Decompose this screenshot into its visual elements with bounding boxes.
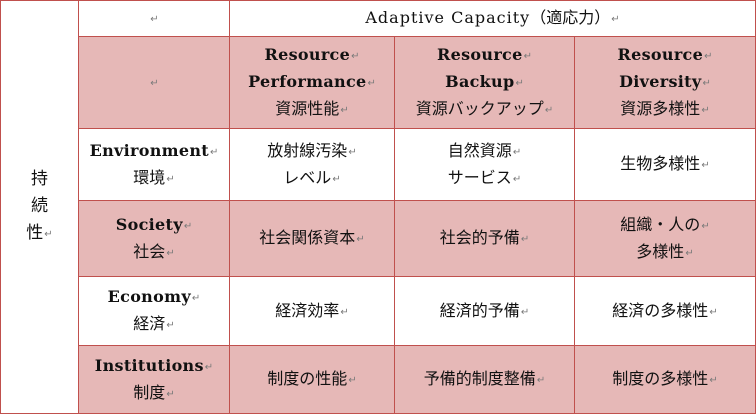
table-cell: 経済の多様性↵: [574, 276, 756, 346]
table-cell: 経済効率↵: [229, 276, 395, 346]
row-header: Institutions↵ 制度↵: [78, 345, 230, 414]
column-header: Resource↵ Backup↵ 資源バックアップ↵: [394, 36, 575, 129]
row-header: Economy↵ 経済↵: [78, 276, 230, 346]
column-header: Resource↵ Diversity↵ 資源多様性↵: [574, 36, 756, 129]
header-title: Adaptive Capacity（適応力）↵: [229, 0, 756, 37]
row-group-label: 持 続 性↵: [0, 0, 79, 414]
column-header: Resource↵ Performance↵ 資源性能↵: [229, 36, 395, 129]
table-cell: 社会関係資本↵: [229, 200, 395, 277]
table-cell: 社会的予備↵: [394, 200, 575, 277]
table-cell: 自然資源↵ サービス↵: [394, 128, 575, 201]
table-cell: 制度の多様性↵: [574, 345, 756, 414]
table-cell: 放射線汚染↵ レベル↵: [229, 128, 395, 201]
table-cell: 予備的制度整備↵: [394, 345, 575, 414]
header-title-ja: （適応力）: [530, 8, 611, 27]
header-title-en: Adaptive Capacity: [365, 8, 531, 27]
table-cell: 制度の性能↵: [229, 345, 395, 414]
row-group-char: 持: [31, 169, 48, 189]
row-header: Environment↵ 環境↵: [78, 128, 230, 201]
table-cell: 組織・人の↵ 多様性↵: [574, 200, 756, 277]
row-group-char: 性↵: [26, 223, 53, 243]
table-cell: 経済的予備↵: [394, 276, 575, 346]
subheader-corner-cell: ↵: [78, 36, 230, 129]
row-header: Society↵ 社会↵: [78, 200, 230, 277]
table-cell: 生物多様性↵: [574, 128, 756, 201]
header-corner-cell: ↵: [78, 0, 230, 37]
row-group-char: 続: [31, 196, 48, 216]
